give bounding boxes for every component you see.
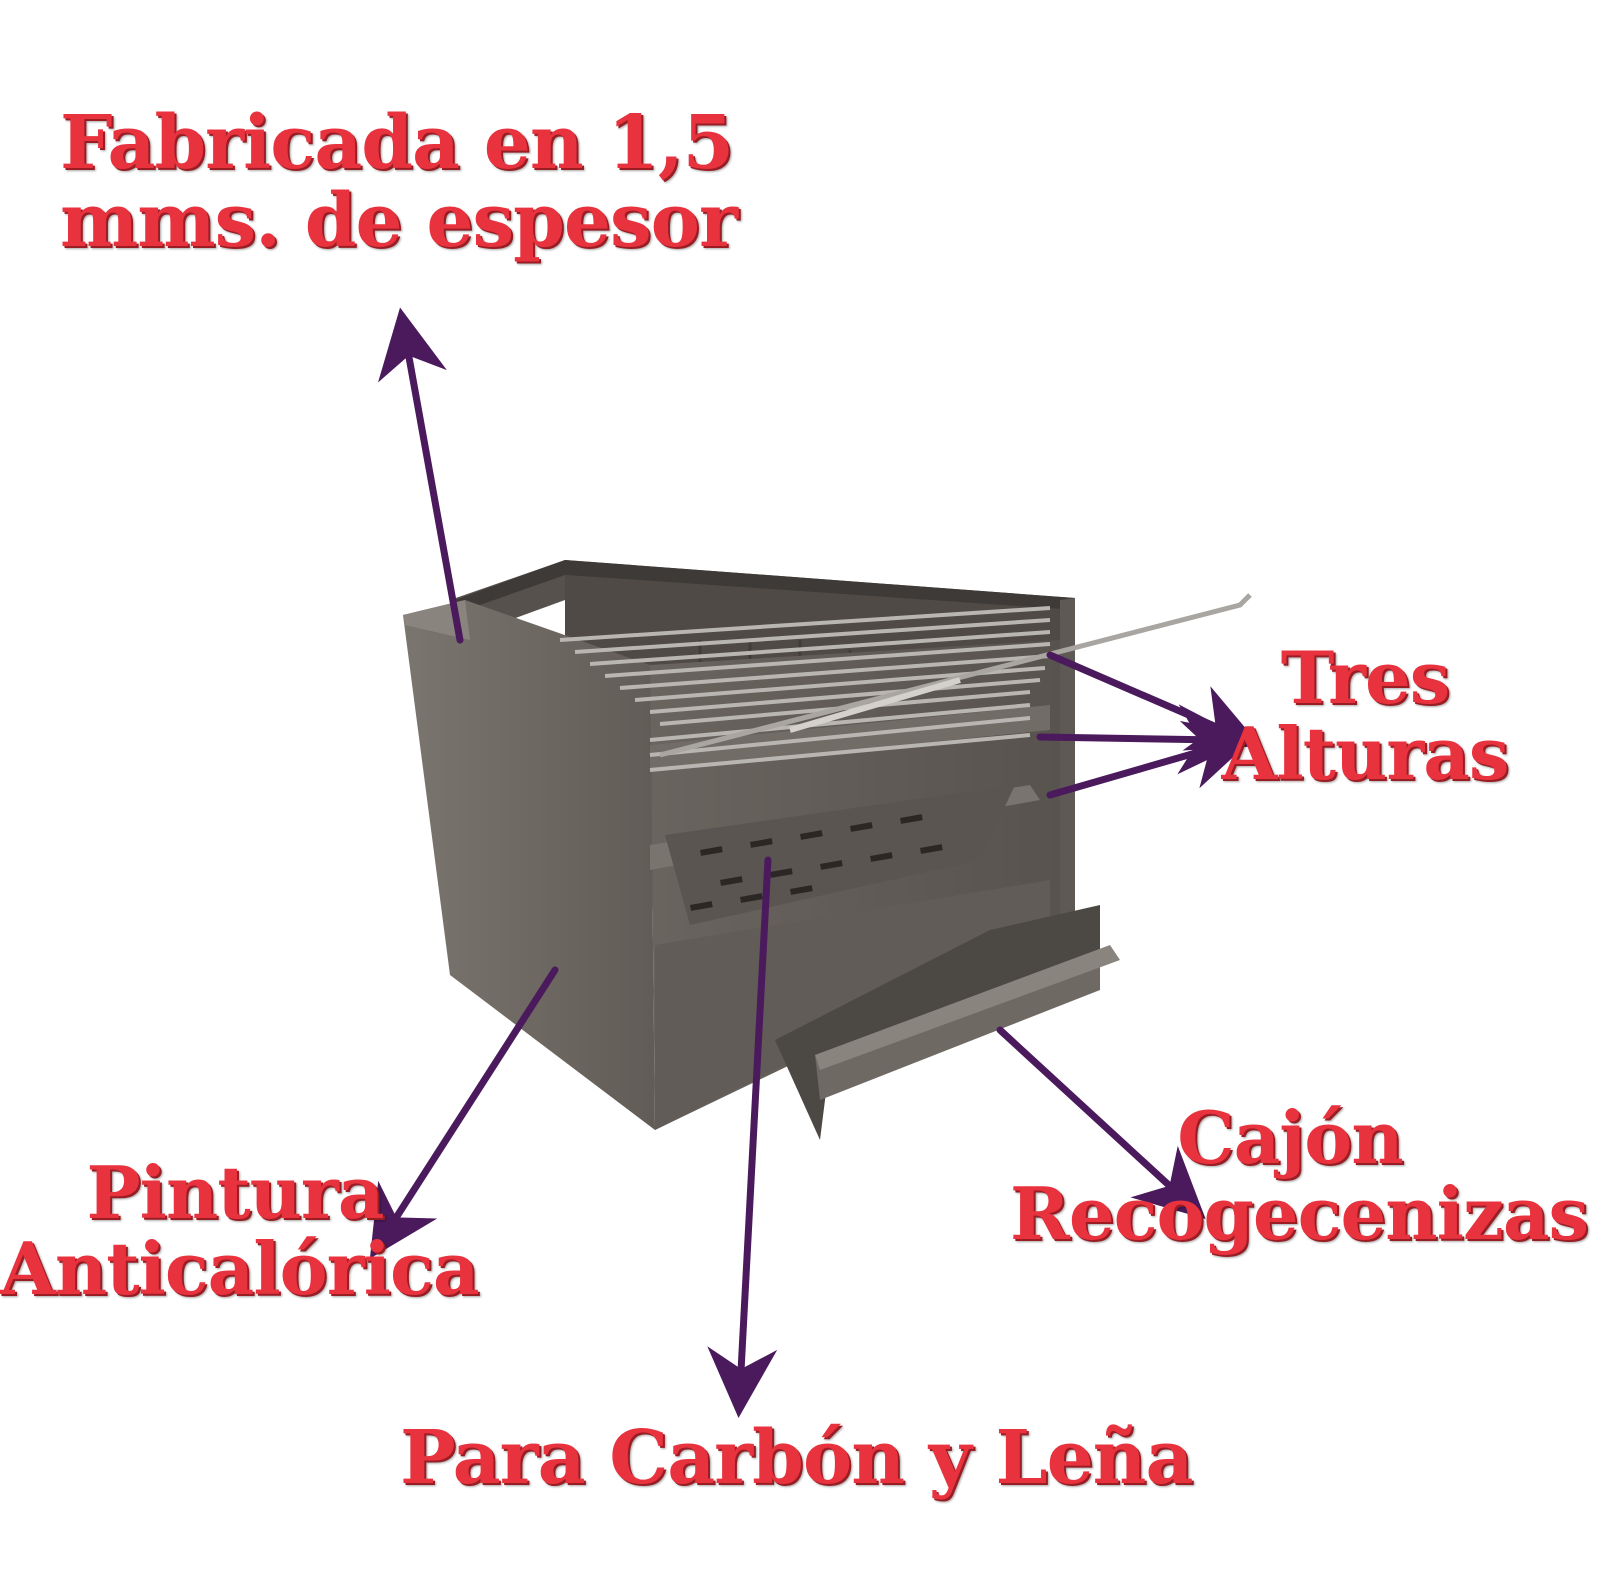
label-heights: Tres Alturas — [1215, 640, 1515, 791]
label-thickness: Fabricada en 1,5 mms. de espesor — [60, 100, 738, 264]
label-thickness-line1: Fabricada en 1,5 — [60, 100, 734, 186]
grill-grate — [559, 593, 1252, 772]
arrow-heights-bottom — [1046, 721, 1257, 799]
label-drawer-line1: Cajón — [1177, 1095, 1403, 1180]
arrow-paint — [369, 966, 559, 1259]
label-heights-line2: Alturas — [1221, 710, 1510, 796]
label-thickness-line2: mms. de espesor — [60, 177, 738, 264]
arrow-heights-top — [1046, 651, 1261, 751]
label-paint-line1: Pintura — [86, 1150, 384, 1235]
label-drawer: Cajón Recogecenizas — [1010, 1095, 1589, 1256]
label-drawer-line2: Recogecenizas — [1010, 1170, 1589, 1256]
label-paint-line2: Anticalórica — [0, 1225, 479, 1311]
arrow-fuel — [707, 856, 778, 1418]
annotation-arrows — [369, 307, 1261, 1418]
label-paint: Pintura Anticalórica — [0, 1150, 479, 1311]
arrow-heights-mid — [1036, 704, 1248, 775]
label-fuel: Para Carbón y Leña — [400, 1415, 1193, 1501]
arrow-thickness — [378, 307, 464, 644]
arrow-drawer — [996, 1026, 1206, 1219]
label-heights-line1: Tres — [1280, 635, 1451, 720]
